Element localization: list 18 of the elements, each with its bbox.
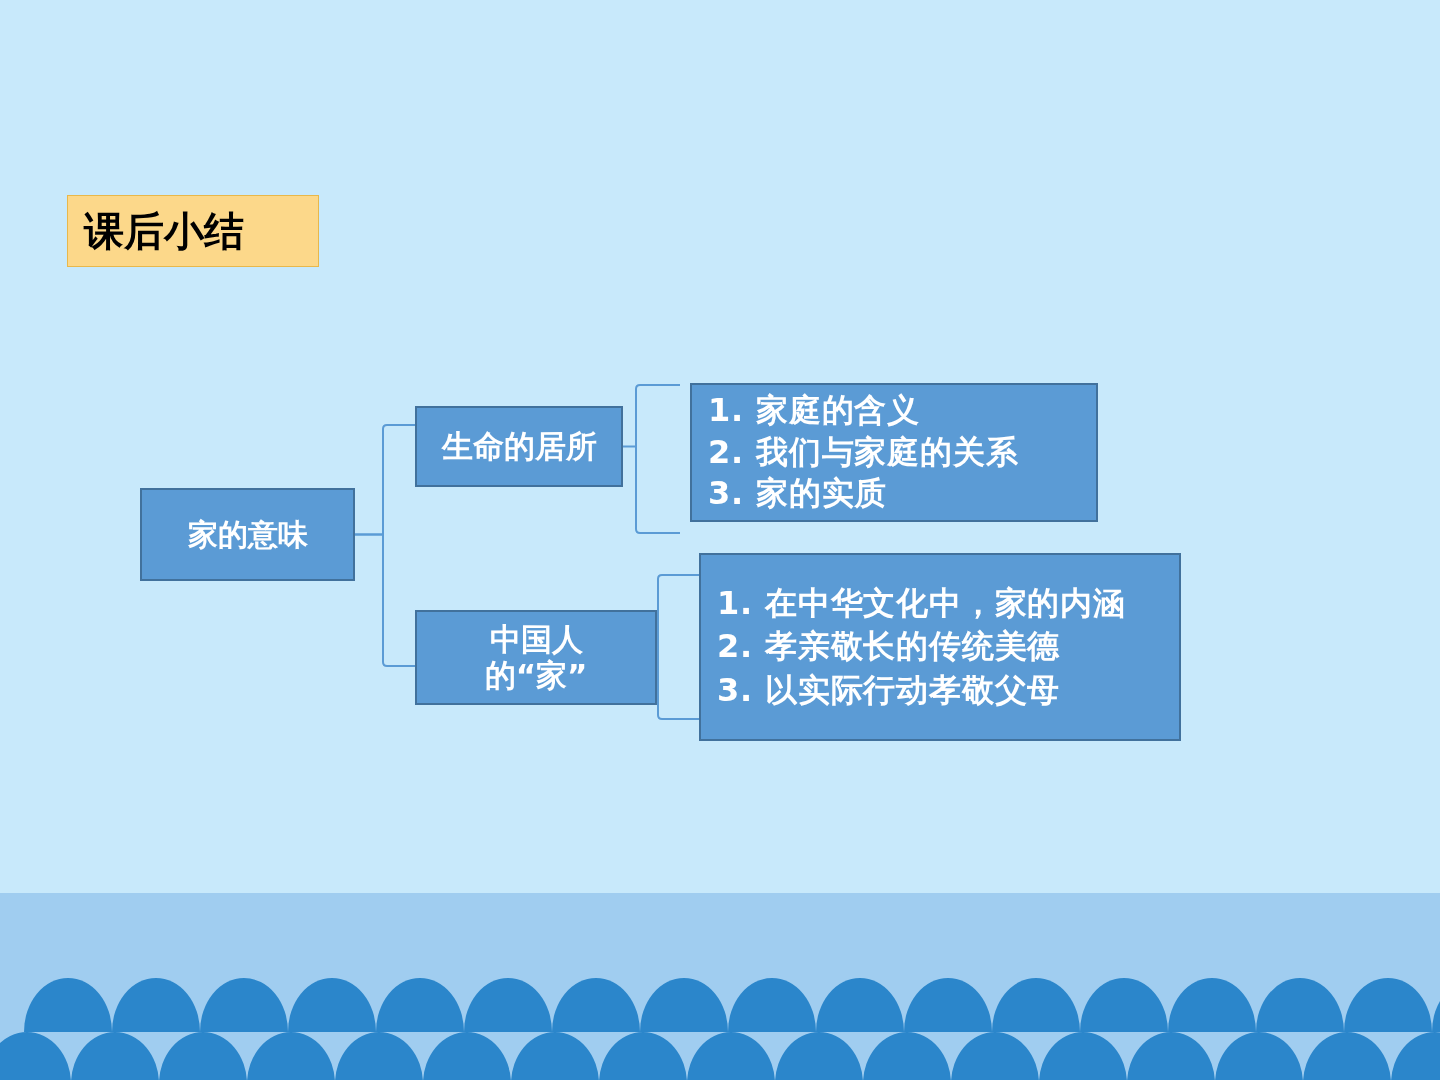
box-text: 3. 以实际行动孝敬父母 (717, 669, 1061, 711)
box-text: 3. 家的实质 (708, 473, 888, 515)
box-text: 2. 孝亲敬长的传统美德 (717, 626, 1061, 668)
bracket-line (656, 574, 700, 720)
box-text: 2. 我们与家庭的关系 (708, 431, 1019, 473)
title-banner: 课后小结 (67, 195, 319, 267)
box-text: 家的意味 (187, 516, 308, 554)
topic-box (415, 406, 623, 487)
box-text: 中国人的“家” (483, 621, 589, 694)
topic-box (415, 610, 657, 705)
topic-box (140, 488, 355, 581)
bracket-line (354, 533, 416, 667)
list-box (699, 553, 1181, 741)
list-box (690, 383, 1098, 522)
box-text: 1. 家庭的含义 (708, 390, 920, 432)
box-text: 1. 在中华文化中，家的内涵 (717, 583, 1126, 625)
bracket-line (622, 384, 681, 534)
box-text: 生命的居所 (441, 427, 597, 467)
